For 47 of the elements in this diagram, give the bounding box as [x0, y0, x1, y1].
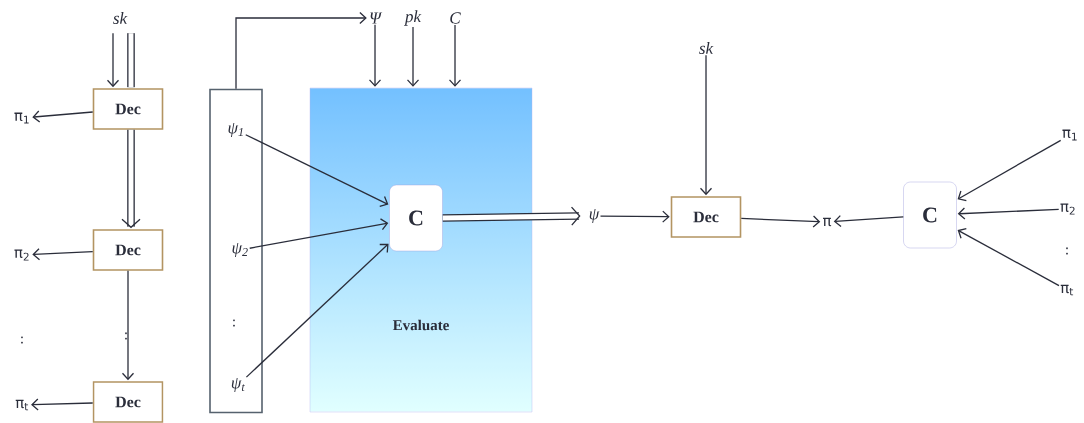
arrow — [32, 248, 94, 261]
arrow — [699, 54, 713, 196]
ellipsis: : — [1063, 246, 1071, 256]
ellipsis: : — [122, 331, 130, 341]
output-label: π$_{2}$ — [14, 249, 29, 261]
combine-box: C — [903, 181, 957, 249]
output-label: π$_{t}$ — [15, 399, 29, 411]
output-label: π$_{2}$ — [1060, 203, 1075, 215]
variable-label: ψ$_{t}$ — [231, 378, 245, 392]
arrow — [32, 110, 94, 123]
variable-label: ψ — [589, 209, 600, 223]
variable-label: sk — [699, 42, 714, 54]
arrow — [121, 270, 135, 381]
arrow — [31, 398, 94, 411]
arrow — [106, 32, 120, 88]
combine-box: C — [389, 184, 443, 252]
arrow — [599, 210, 670, 223]
arrow — [957, 227, 1060, 287]
variable-label: C — [450, 12, 461, 24]
output-label: π$_{1}$ — [14, 112, 29, 124]
arrow — [406, 26, 420, 87]
output-label: π$_{t}$ — [1060, 284, 1074, 296]
arrow — [368, 24, 382, 87]
arrow — [448, 24, 462, 87]
dec-box: Dec — [92, 88, 164, 130]
variable-label: ψ$_{1}$ — [228, 123, 243, 137]
variable-label: pk — [404, 10, 422, 26]
arrow — [245, 243, 389, 378]
arrow — [833, 214, 904, 228]
dec-box: Dec — [670, 196, 742, 238]
arrow — [245, 134, 389, 208]
arrow — [740, 215, 821, 228]
variable-label: Ψ — [370, 12, 383, 24]
ellipsis: : — [18, 335, 26, 345]
output-label: π — [823, 217, 832, 227]
dec-box: Dec — [92, 381, 164, 423]
arrow — [235, 11, 367, 90]
arrow — [442, 206, 581, 226]
arrow — [957, 139, 1062, 202]
arrow — [249, 218, 389, 249]
arrow — [957, 207, 1060, 220]
variable-label: sk — [113, 12, 128, 24]
ellipsis: : — [230, 318, 238, 328]
variable-label: ψ$_{2}$ — [232, 243, 248, 257]
output-label: π$_{1}$ — [1062, 129, 1077, 141]
dec-box: Dec — [92, 229, 164, 271]
arrow — [121, 129, 141, 229]
